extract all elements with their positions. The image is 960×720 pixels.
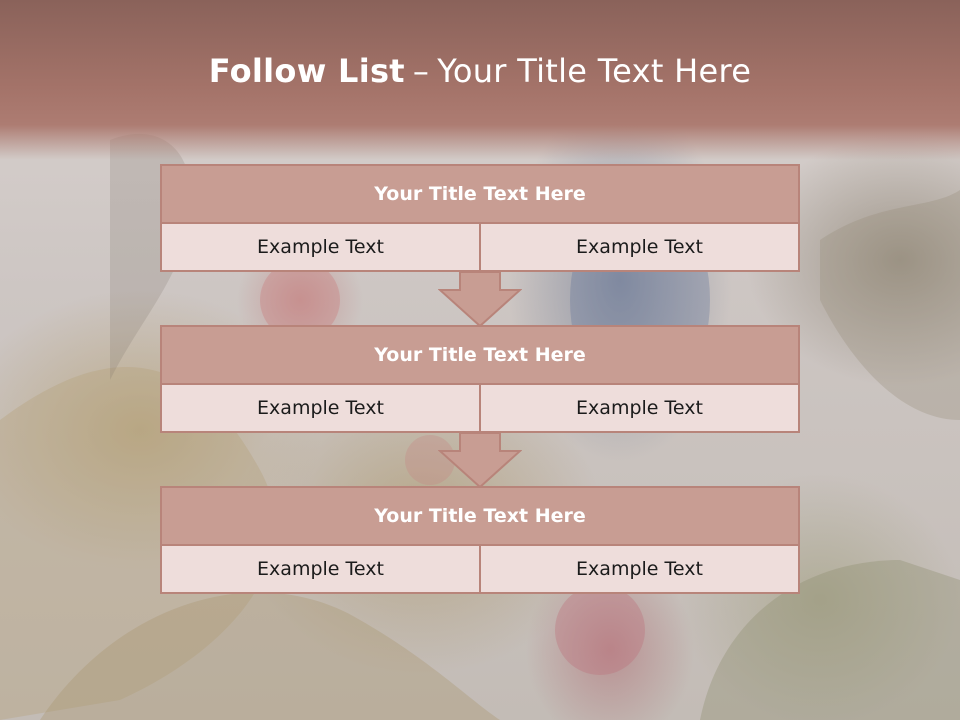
down-arrow-icon bbox=[438, 272, 522, 328]
list-block-3[interactable]: Your Title Text Here Example Text Exampl… bbox=[160, 486, 800, 594]
block-3-title[interactable]: Your Title Text Here bbox=[162, 488, 798, 546]
list-block-2[interactable]: Your Title Text Here Example Text Exampl… bbox=[160, 325, 800, 433]
slide-title: Follow List–Your Title Text Here bbox=[0, 52, 960, 90]
slide-header bbox=[0, 0, 960, 160]
block-2-left-text[interactable]: Example Text bbox=[162, 385, 479, 431]
block-1-right-text[interactable]: Example Text bbox=[479, 224, 798, 270]
block-3-row: Example Text Example Text bbox=[162, 546, 798, 592]
down-arrow-icon bbox=[438, 433, 522, 489]
block-2-title[interactable]: Your Title Text Here bbox=[162, 327, 798, 385]
block-2-right-text[interactable]: Example Text bbox=[479, 385, 798, 431]
block-1-title[interactable]: Your Title Text Here bbox=[162, 166, 798, 224]
title-bold: Follow List bbox=[208, 52, 405, 90]
block-3-left-text[interactable]: Example Text bbox=[162, 546, 479, 592]
block-1-row: Example Text Example Text bbox=[162, 224, 798, 270]
title-separator: – bbox=[412, 52, 430, 90]
block-3-right-text[interactable]: Example Text bbox=[479, 546, 798, 592]
title-rest: Your Title Text Here bbox=[437, 52, 752, 90]
list-block-1[interactable]: Your Title Text Here Example Text Exampl… bbox=[160, 164, 800, 272]
block-2-row: Example Text Example Text bbox=[162, 385, 798, 431]
block-1-left-text[interactable]: Example Text bbox=[162, 224, 479, 270]
